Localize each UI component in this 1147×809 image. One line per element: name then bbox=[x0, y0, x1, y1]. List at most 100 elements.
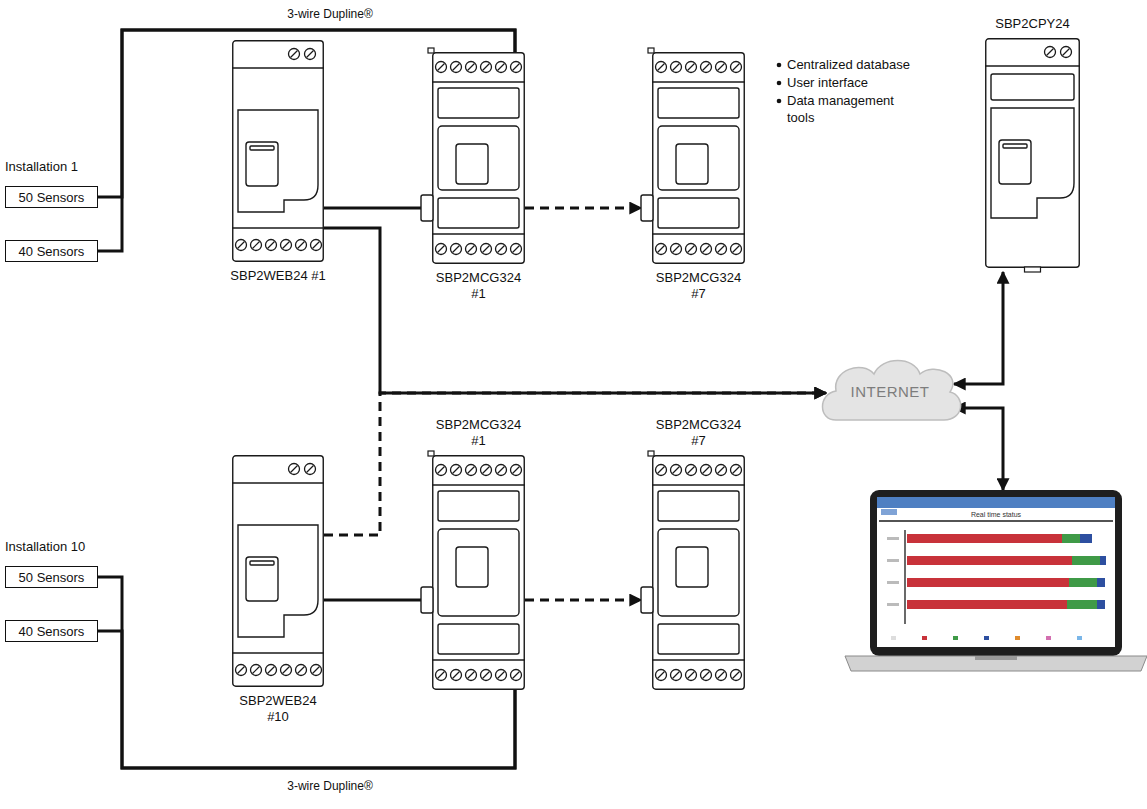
display-window bbox=[456, 144, 488, 184]
housing-line bbox=[652, 484, 745, 485]
terminal-screw bbox=[716, 465, 727, 476]
terminal-screw bbox=[1045, 47, 1056, 58]
screw-slot bbox=[268, 667, 275, 674]
housing-line bbox=[432, 484, 525, 485]
label-window bbox=[658, 198, 739, 228]
meter-module-drawing bbox=[432, 52, 525, 264]
bullet bbox=[777, 99, 782, 104]
label-window bbox=[658, 491, 739, 521]
screw-slot bbox=[483, 64, 490, 71]
device-name: SBP2MCG324 #1 bbox=[428, 417, 529, 449]
screw-slot bbox=[703, 672, 710, 679]
screw-slot bbox=[513, 672, 520, 679]
terminal-screw bbox=[511, 670, 522, 681]
housing-line bbox=[879, 520, 1113, 521]
terminal-screw bbox=[511, 62, 522, 73]
device-label: SBP2MCG324 #1 bbox=[428, 270, 529, 302]
terminal-screw bbox=[466, 670, 477, 681]
screw-slot bbox=[483, 467, 490, 474]
housing-line bbox=[432, 81, 525, 82]
connector bbox=[525, 207, 641, 210]
label-window bbox=[658, 624, 739, 654]
terminal-screw bbox=[731, 670, 742, 681]
screw-slot bbox=[733, 672, 740, 679]
label-window bbox=[658, 88, 739, 118]
terminal-screw bbox=[731, 244, 742, 255]
screw-slot bbox=[438, 467, 445, 474]
screw-slot bbox=[238, 242, 245, 249]
screw-slot bbox=[438, 64, 445, 71]
bar-blue bbox=[1100, 556, 1106, 565]
terminal-screw bbox=[686, 62, 697, 73]
terminal-screw bbox=[266, 240, 277, 251]
bar-blue bbox=[1097, 578, 1105, 587]
screw-slot bbox=[253, 667, 260, 674]
screw-slot bbox=[673, 467, 680, 474]
feature-note: Data management tools bbox=[787, 92, 909, 126]
feature-note: Centralized database bbox=[787, 56, 910, 73]
device-label: SBP2WEB24 #10 bbox=[228, 693, 328, 725]
legend-chip bbox=[1077, 636, 1082, 640]
bus-connector bbox=[421, 587, 433, 613]
bar-red bbox=[907, 600, 1067, 609]
screw-slot bbox=[513, 64, 520, 71]
module-housing bbox=[653, 456, 745, 690]
screw-slot bbox=[298, 242, 305, 249]
terminal-screw bbox=[481, 670, 492, 681]
terminal-screw bbox=[281, 240, 292, 251]
meter-module-drawing bbox=[652, 455, 745, 690]
terminal-screw bbox=[496, 62, 507, 73]
display-bar bbox=[1003, 144, 1027, 148]
internet-cloud: INTERNET bbox=[820, 358, 960, 424]
bar-blue bbox=[1097, 600, 1105, 609]
terminal-screw bbox=[686, 465, 697, 476]
device-name: SBP2CPY24 bbox=[981, 16, 1084, 32]
terminal-screw bbox=[656, 670, 667, 681]
screw-slot bbox=[658, 467, 665, 474]
terminal-screw bbox=[701, 670, 712, 681]
bus-connector bbox=[641, 195, 653, 221]
screw-slot bbox=[468, 672, 475, 679]
screw-slot bbox=[718, 672, 725, 679]
screw-slot bbox=[453, 672, 460, 679]
laptop-screen bbox=[877, 497, 1115, 647]
terminal-screw bbox=[305, 49, 316, 60]
display-window bbox=[999, 140, 1031, 184]
legend-chip bbox=[984, 636, 989, 640]
terminal-screw bbox=[671, 62, 682, 73]
front-panel bbox=[238, 110, 318, 212]
screw-slot bbox=[453, 467, 460, 474]
module-housing bbox=[233, 41, 324, 262]
front-panel bbox=[658, 126, 739, 190]
meter-module: SBP2MCG324 #7 bbox=[652, 52, 745, 264]
terminal-screw bbox=[305, 464, 316, 475]
housing-line bbox=[904, 530, 905, 624]
terminal-screw bbox=[436, 670, 447, 681]
terminal-screw bbox=[656, 244, 667, 255]
housing-line bbox=[232, 482, 324, 483]
sensor-box: 50 Sensors bbox=[5, 186, 98, 208]
housing-line bbox=[652, 81, 745, 82]
legend-chip bbox=[922, 636, 927, 640]
screw-slot bbox=[703, 246, 710, 253]
screw-slot bbox=[658, 64, 665, 71]
terminal-screw bbox=[236, 665, 247, 676]
bar-red bbox=[907, 556, 1072, 565]
connector bbox=[324, 207, 421, 210]
connector-tab bbox=[428, 451, 434, 456]
terminal-screw bbox=[236, 240, 247, 251]
terminal-screw bbox=[716, 62, 727, 73]
meter-module-drawing bbox=[432, 455, 525, 690]
device-label: SBP2MCG324 #7 bbox=[648, 417, 749, 449]
connector-tab bbox=[648, 451, 654, 456]
screw-slot bbox=[453, 246, 460, 253]
screw-slot bbox=[498, 467, 505, 474]
screw-slot bbox=[703, 64, 710, 71]
terminal-screw bbox=[451, 465, 462, 476]
screw-slot bbox=[718, 64, 725, 71]
terminal-screw bbox=[296, 240, 307, 251]
screw-slot bbox=[483, 672, 490, 679]
terminal-screw bbox=[281, 665, 292, 676]
cloud-label-holder: INTERNET bbox=[820, 358, 960, 424]
front-panel bbox=[238, 525, 318, 637]
